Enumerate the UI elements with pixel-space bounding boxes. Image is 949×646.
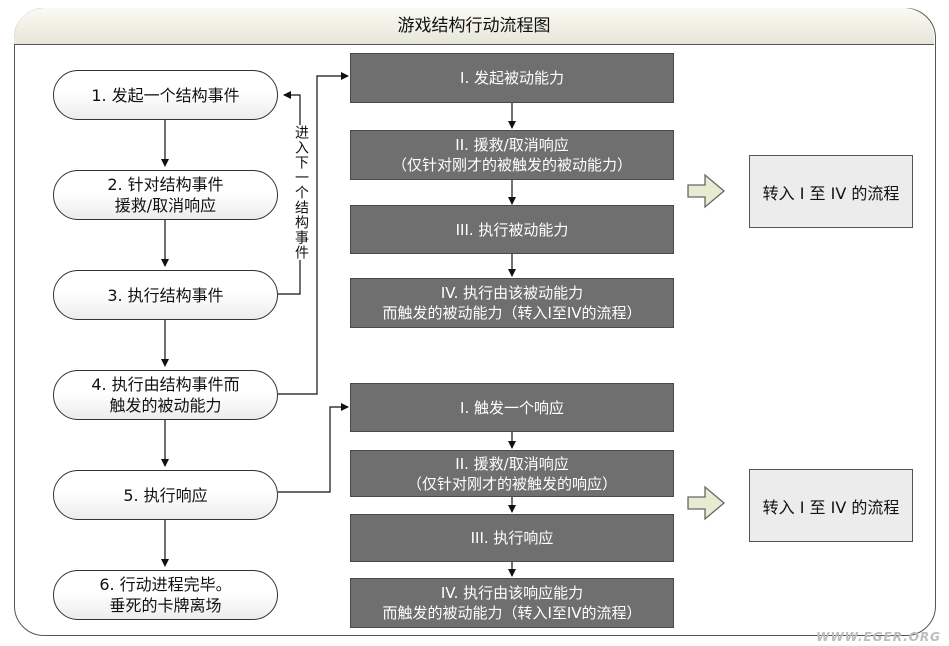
response-step-4-line2: 而触发的被动能力（转入I至IV的流程） <box>382 604 642 622</box>
response-step-1: I. 触发一个响应 <box>350 383 674 432</box>
step-6-text-line2: 垂死的卡牌离场 <box>109 596 222 615</box>
response-step-2-line1: II. 援救/取消响应 <box>455 454 569 473</box>
goto-box-passive: 转入 I 至 IV 的流程 <box>749 155 913 228</box>
diagram-title: 游戏结构行动流程图 <box>14 8 934 45</box>
step-5-text: 5. 执行响应 <box>123 485 208 505</box>
passive-step-2-line2: （仅针对刚才的被触发的被动能力） <box>391 156 632 174</box>
step-4-box: 4. 执行由结构事件而 触发的被动能力 <box>53 370 278 420</box>
response-step-2-line2: （仅针对刚才的被触发的响应） <box>406 474 617 493</box>
step-6-box: 6. 行动进程完毕。 垂死的卡牌离场 <box>53 570 278 620</box>
response-step-4: IV. 执行由该响应能力 而触发的被动能力（转入I至IV的流程） <box>350 578 674 628</box>
connector-step5-response <box>278 403 349 493</box>
step-4-text-line1: 4. 执行由结构事件而 <box>91 375 240 394</box>
passive-step-2: II. 援救/取消响应 （仅针对刚才的被触发的被动能力） <box>350 130 674 180</box>
step-3-box: 3. 执行结构事件 <box>53 270 278 320</box>
watermark: WWW.EGER.ORG <box>816 630 941 644</box>
goto-arrow-icon <box>687 485 726 521</box>
passive-step-4: IV. 执行由该被动能力 而触发的被动能力（转入I至IV的流程） <box>350 278 674 328</box>
step-1-text: 1. 发起一个结构事件 <box>91 85 240 105</box>
goto-arrow-icon <box>687 173 726 209</box>
response-step-3: III. 执行响应 <box>350 514 674 562</box>
passive-step-4-line2: 而触发的被动能力（转入I至IV的流程） <box>382 304 642 322</box>
passive-step-3-text: III. 执行被动能力 <box>455 220 569 239</box>
step-2-text-line2: 援救/取消响应 <box>114 196 217 215</box>
passive-step-3: III. 执行被动能力 <box>350 205 674 254</box>
step-4-text-line2: 触发的被动能力 <box>109 396 222 415</box>
step-3-text: 3. 执行结构事件 <box>107 285 224 305</box>
goto-box-response-text: 转入 I 至 IV 的流程 <box>762 497 900 517</box>
response-step-1-text: I. 触发一个响应 <box>460 398 564 417</box>
passive-step-2-line1: II. 援救/取消响应 <box>455 136 569 154</box>
step-6-text-line1: 6. 行动进程完毕。 <box>99 575 232 594</box>
passive-step-1-text: I. 发起被动能力 <box>460 69 564 87</box>
goto-box-passive-text: 转入 I 至 IV 的流程 <box>762 183 900 203</box>
passive-step-4-line1: IV. 执行由该被动能力 <box>440 284 584 302</box>
goto-box-response: 转入 I 至 IV 的流程 <box>749 469 913 542</box>
passive-step-1: I. 发起被动能力 <box>350 53 674 103</box>
step-5-box: 5. 执行响应 <box>53 470 278 520</box>
loop-label: 进入下一个结构事件 <box>288 125 310 260</box>
step-2-box: 2. 针对结构事件 援救/取消响应 <box>53 170 278 220</box>
step-2-text-line1: 2. 针对结构事件 <box>107 175 224 194</box>
response-step-2: II. 援救/取消响应 （仅针对刚才的被触发的响应） <box>350 450 674 497</box>
response-step-4-line1: IV. 执行由该响应能力 <box>440 584 584 602</box>
response-step-3-text: III. 执行响应 <box>470 529 554 547</box>
step-1-box: 1. 发起一个结构事件 <box>53 70 278 120</box>
connector-step4-passive <box>278 72 349 395</box>
